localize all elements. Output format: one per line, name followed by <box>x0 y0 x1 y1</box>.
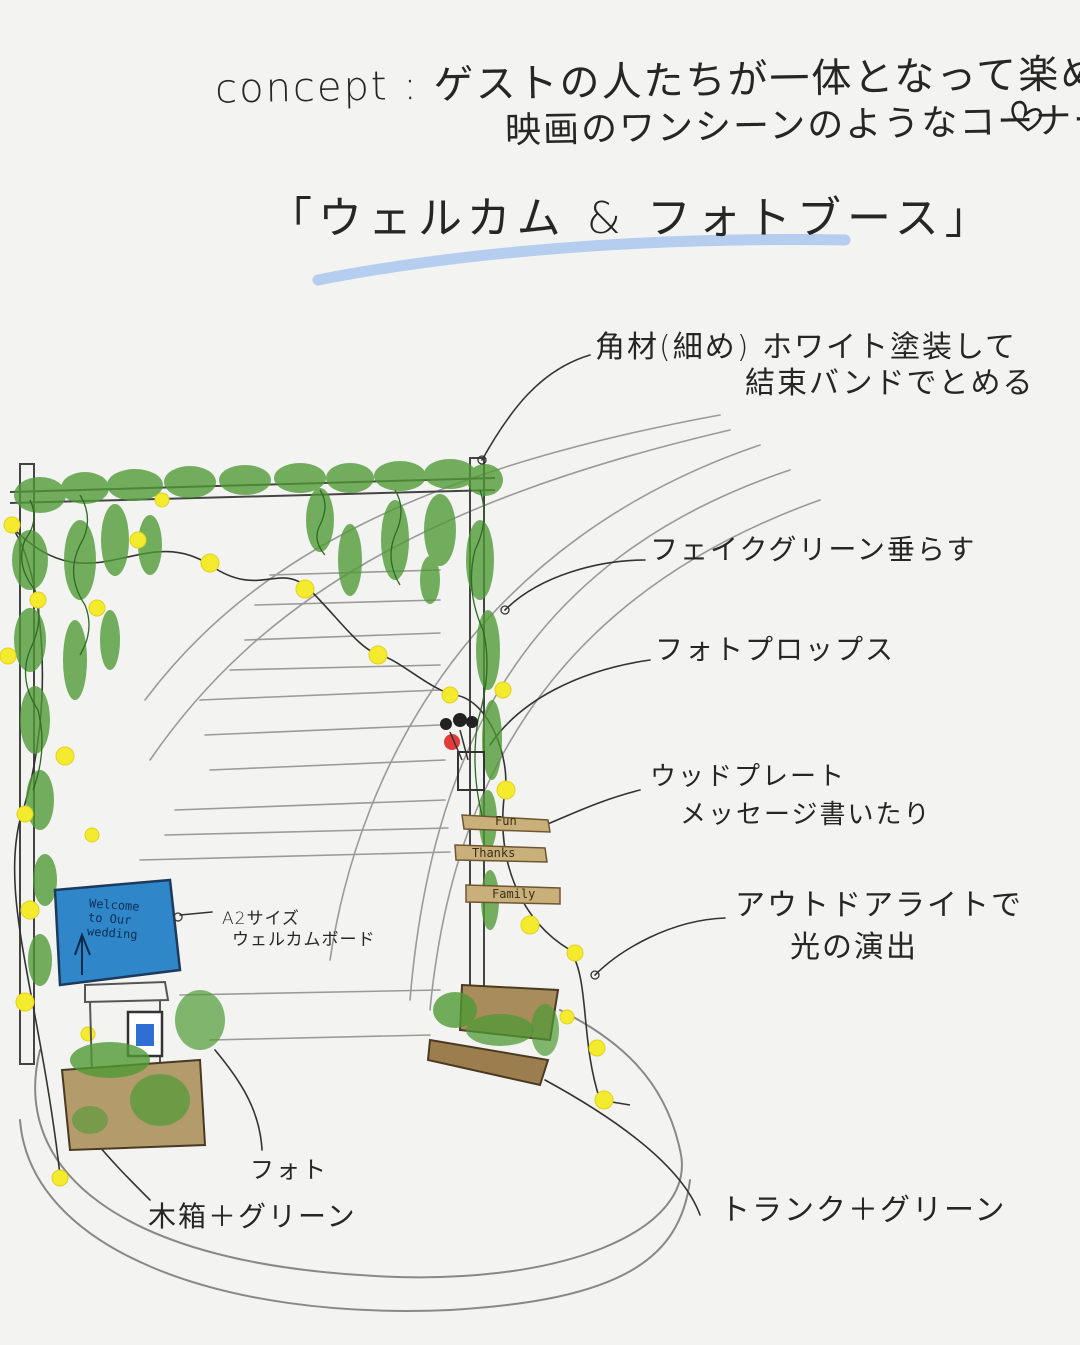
welcome-board-note-line-2: ウェルカムボード <box>232 930 376 950</box>
pointer-dots <box>173 455 600 980</box>
light-bulb <box>80 1026 96 1042</box>
ivy-loops <box>21 489 488 821</box>
light-bulb <box>520 915 540 935</box>
photo-note: フォト <box>250 1156 328 1184</box>
photo-props <box>440 713 485 791</box>
page-title: 「ウェルカム & フォトブース」 <box>268 193 995 244</box>
light-bulbs <box>0 492 614 1187</box>
photo-props-note: フォトプロップス <box>655 633 896 666</box>
welcome-board <box>53 878 182 987</box>
staircase-sketch <box>139 414 821 1041</box>
light-bulb <box>200 553 220 573</box>
light-bulb <box>368 645 388 665</box>
light-bulb <box>129 531 147 549</box>
fake-green-note: フェイクグリーン垂らす <box>650 533 977 566</box>
light-bulb <box>559 1009 575 1025</box>
wooden-box-note: 木箱＋グリーン <box>148 1200 357 1233</box>
light-bulb <box>494 681 512 699</box>
sign-fun: Fun <box>495 814 517 828</box>
wood-plate-note-line-2: メッセージ書いたり <box>680 800 932 830</box>
light-bulb <box>20 900 40 920</box>
light-bulb <box>594 1090 614 1110</box>
light-bulb <box>84 827 100 843</box>
light-bulb <box>51 1169 69 1187</box>
light-bulb <box>588 1039 606 1057</box>
light-bulb <box>441 686 459 704</box>
concept-line-2: 映画のワンシーンのようなコーナー♡ <box>504 99 1080 152</box>
light-bulb <box>154 492 170 508</box>
sign-family: Family <box>492 887 536 901</box>
wood-plates <box>454 814 561 905</box>
light-bulb <box>496 780 516 800</box>
wooden-box <box>60 990 225 1152</box>
heart-icon <box>1011 100 1042 132</box>
ivy-greenery <box>12 459 503 986</box>
light-bulb <box>55 746 75 766</box>
leader-lines <box>89 354 726 1216</box>
trunk <box>426 983 560 1087</box>
light-bulb <box>0 647 17 665</box>
title-highlight <box>312 234 851 286</box>
light-bulb <box>15 992 35 1012</box>
light-bulb <box>566 944 584 962</box>
light-bulb <box>88 599 106 617</box>
welcome-board-text: Welcome to Our wedding <box>87 896 140 941</box>
wood-plate-note-line-1: ウッドプレート <box>650 762 847 792</box>
outdoor-light-note-line-1: アウトドアライトで <box>735 888 1023 923</box>
trunk-note: トランク＋グリーン <box>720 1193 1007 1228</box>
light-bulb <box>3 516 21 534</box>
outdoor-light-note-line-2: 光の演出 <box>790 930 918 965</box>
light-bulb <box>16 805 34 823</box>
light-bulb <box>29 591 47 609</box>
frame-note-line-2: 結束バンドでとめる <box>745 366 1035 401</box>
frame-note-line-1: 角材(細め) ホワイト塗装して <box>595 330 1018 365</box>
light-bulb <box>295 579 315 599</box>
sign-thanks: Thanks <box>472 846 516 860</box>
floor-oval <box>19 1009 691 1312</box>
welcome-board-note-line-1: A2サイズ <box>222 909 300 929</box>
